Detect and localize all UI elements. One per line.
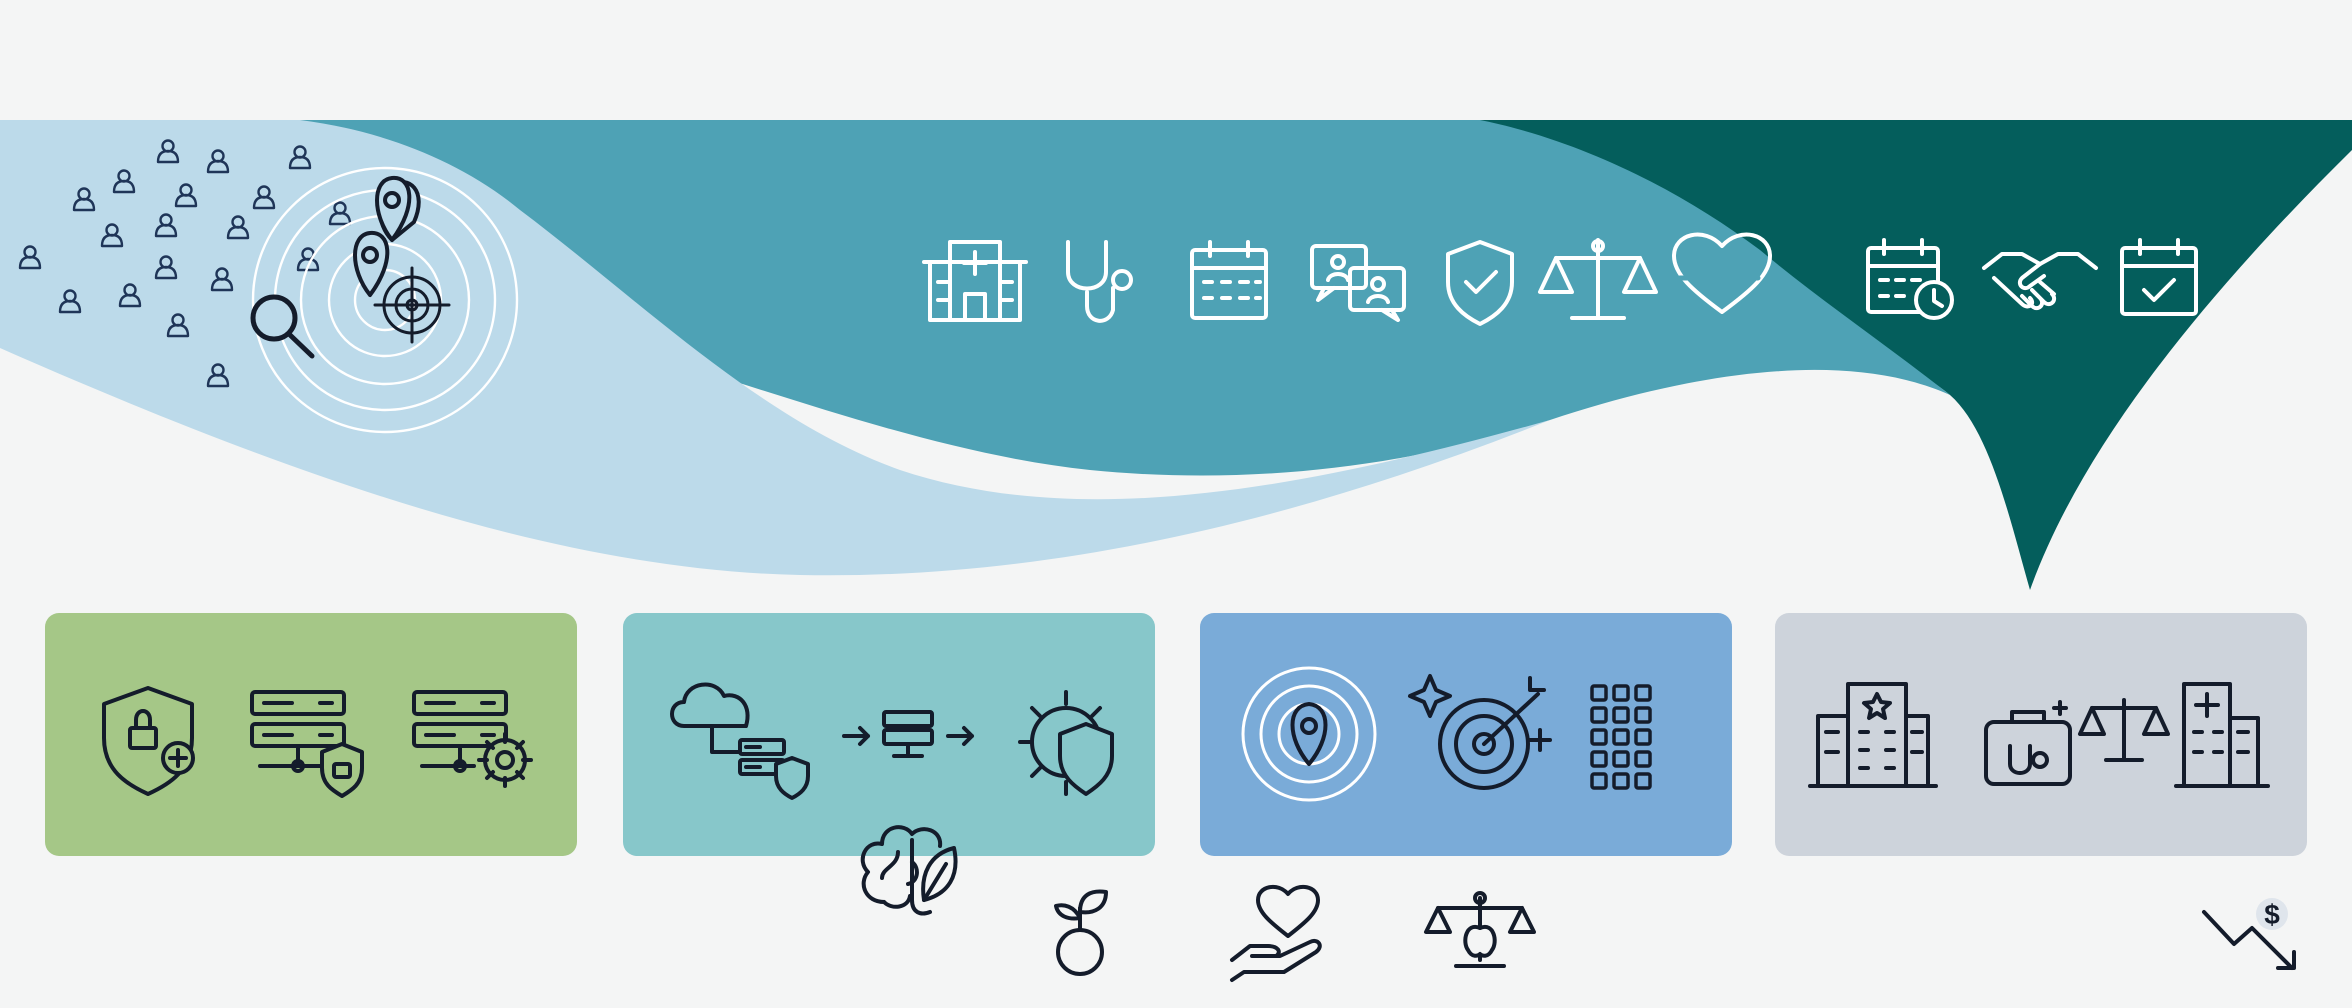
band-teal-section [300,120,1950,476]
cloud-server-shield-icon [670,682,810,800]
card4-icons [1808,682,2270,788]
card3-icons [1241,666,1652,802]
grid-icon [1590,684,1652,790]
cards-row [45,613,2307,856]
location-pin-icon [353,175,421,297]
medical-bag-icon [1984,700,2072,786]
card2-icons [670,682,1114,800]
hand-heart-icon [1230,884,1322,982]
target-icon [373,266,451,344]
data-flow-icon [842,710,974,758]
dollar-trend-down-icon: $ [2202,898,2296,970]
scales-icon-small [2078,698,2170,762]
bottom-icons [860,825,1536,982]
chat-users-icon [1310,244,1406,322]
calendar-icon [1190,240,1268,320]
gear-shield-icon [1018,690,1114,796]
stethoscope-icon [1066,240,1133,323]
card1-icons [102,686,533,798]
cloud-integration-card [623,613,1155,856]
hospital-icon [922,240,1028,322]
hospital-cross-icon [2174,682,2270,788]
discovery-cluster [18,139,519,434]
apple-sprout-icon [1054,889,1108,976]
heart-pulse-icon [1672,232,1772,314]
calendar-check-icon [2120,238,2198,316]
retention-icons [1866,238,2198,320]
server-lock-icon [250,690,364,798]
journey-band [0,120,2352,590]
shield-check-icon [1446,240,1514,326]
scales-apple-icon [1424,891,1536,968]
brain-leaf-icon [860,825,958,916]
calendar-clock-icon [1866,238,1954,320]
pin-radar-icon [1241,666,1377,802]
scales-icon [1538,238,1658,320]
facilities-card [1775,613,2307,856]
hospital-star-icon [1808,682,1938,788]
svg-text:$: $ [2264,899,2280,930]
care-icons [922,232,1772,326]
shield-lock-plus-icon [102,686,195,796]
target-arrow-icon [1408,674,1552,790]
search-icon [250,294,315,359]
handshake-icon [1982,252,2098,311]
security-infrastructure-card [45,613,577,856]
server-gear-icon [412,690,533,788]
